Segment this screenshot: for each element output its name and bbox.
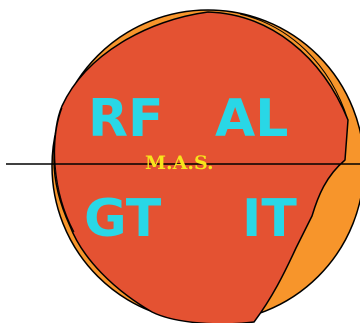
label-bottom-left: GT (84, 189, 162, 249)
label-top-left: RF (88, 89, 164, 149)
label-center: M.A.S. (145, 152, 214, 174)
label-bottom-right: IT (242, 189, 297, 249)
label-top-right: AL (215, 89, 288, 149)
